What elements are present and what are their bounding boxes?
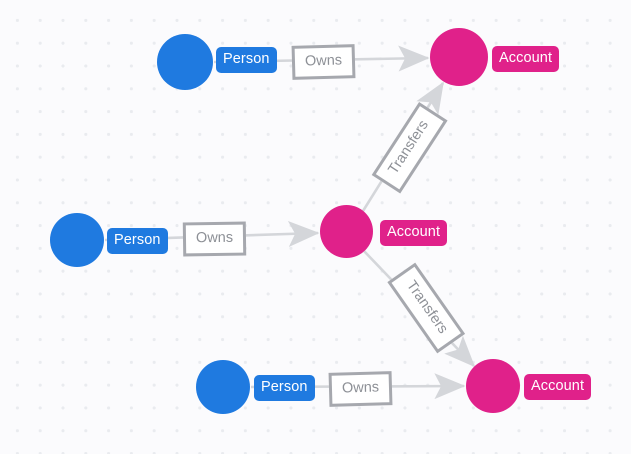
node-person-3[interactable] bbox=[196, 360, 250, 414]
node-account-2[interactable] bbox=[320, 205, 373, 258]
node-account-1[interactable] bbox=[430, 28, 488, 86]
node-label-account-1[interactable]: Account bbox=[492, 46, 560, 72]
edge-label-owns-3[interactable]: Owns bbox=[328, 371, 393, 407]
edge-label-owns-1[interactable]: Owns bbox=[291, 44, 356, 80]
canvas-right-gutter bbox=[631, 0, 638, 454]
node-label-person-2[interactable]: Person bbox=[107, 228, 168, 254]
node-label-account-3[interactable]: Account bbox=[524, 374, 592, 400]
node-person-2[interactable] bbox=[50, 213, 104, 267]
node-label-person-1[interactable]: Person bbox=[216, 47, 277, 73]
node-label-person-3[interactable]: Person bbox=[254, 375, 315, 401]
node-account-3[interactable] bbox=[466, 359, 520, 413]
node-person-1[interactable] bbox=[157, 34, 213, 90]
edge-label-owns-2[interactable]: Owns bbox=[182, 221, 247, 256]
node-label-account-2[interactable]: Account bbox=[380, 220, 448, 246]
